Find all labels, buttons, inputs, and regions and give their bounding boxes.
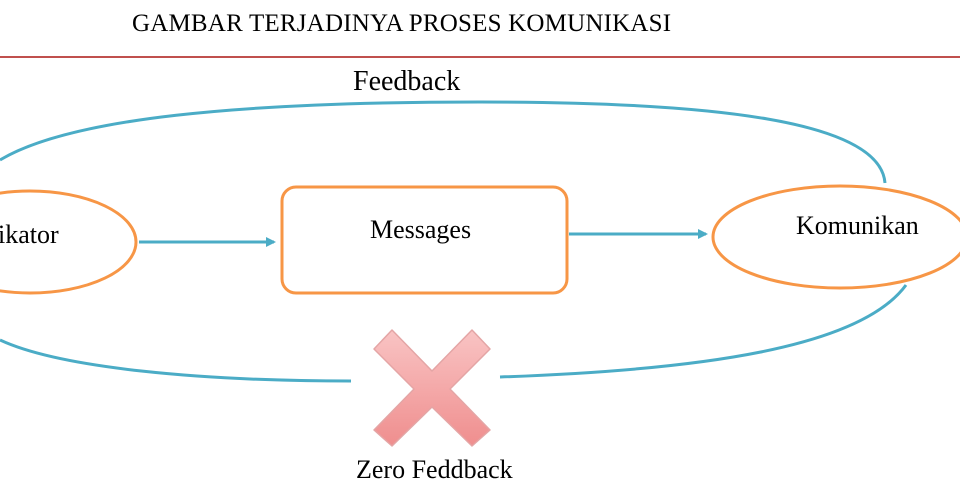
- feedback-loop-bottom-right: [499, 284, 908, 379]
- receiver-node: [711, 184, 960, 290]
- feedback-loop-bottom-left: [0, 338, 352, 383]
- cross-icon: [373, 329, 491, 447]
- title-bar: GAMBAR TERJADINYA PROSES KOMUNIKASI: [0, 0, 960, 58]
- zero-feedback-label: Zero Feddback: [356, 455, 513, 484]
- message-node: [280, 185, 569, 295]
- sender-node: [0, 189, 138, 295]
- feedback-label: Feedback: [353, 66, 461, 97]
- sender-label: ikator: [0, 220, 59, 249]
- feedback-loop-top: [0, 100, 887, 184]
- page-title: GAMBAR TERJADINYA PROSES KOMUNIKASI: [132, 10, 672, 37]
- message-label: Messages: [370, 215, 472, 244]
- receiver-label: Komunikan: [796, 211, 919, 240]
